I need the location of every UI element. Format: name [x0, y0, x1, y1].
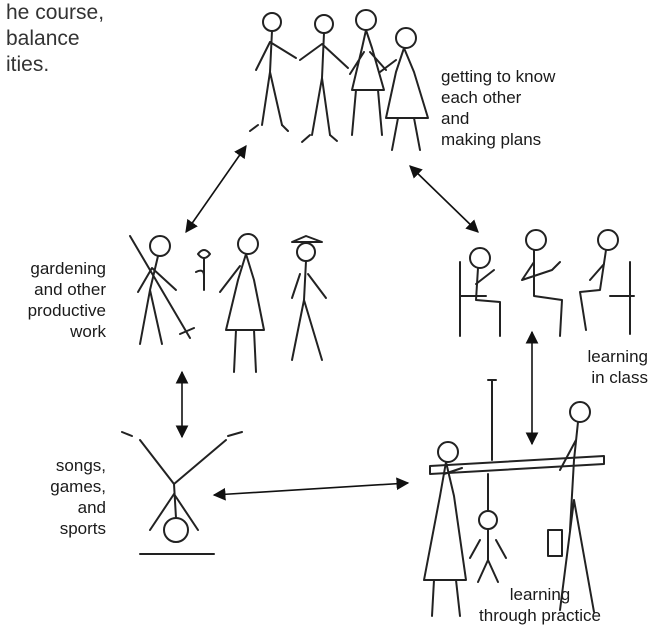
- illustration-group-practice: [423, 379, 605, 617]
- intro-text: he course, balance ities.: [6, 1, 105, 76]
- illustration-group-gardening: [129, 233, 327, 373]
- illustration-group-planning: [249, 9, 429, 151]
- arrow-plans-gardening: [185, 144, 247, 234]
- illustration-group-class: [459, 229, 635, 337]
- label-gardening: gardening and other productive work: [27, 259, 106, 341]
- arrow-songs-practice: [212, 477, 410, 501]
- label-class: learning in class: [587, 347, 649, 387]
- label-songs: songs, games, and sports: [50, 456, 106, 538]
- label-practice: learning through practice: [479, 585, 601, 625]
- illustration-child-handstand: [121, 431, 243, 555]
- arrow-plans-class: [409, 165, 479, 233]
- label-plans: getting to know each other and making pl…: [441, 67, 556, 149]
